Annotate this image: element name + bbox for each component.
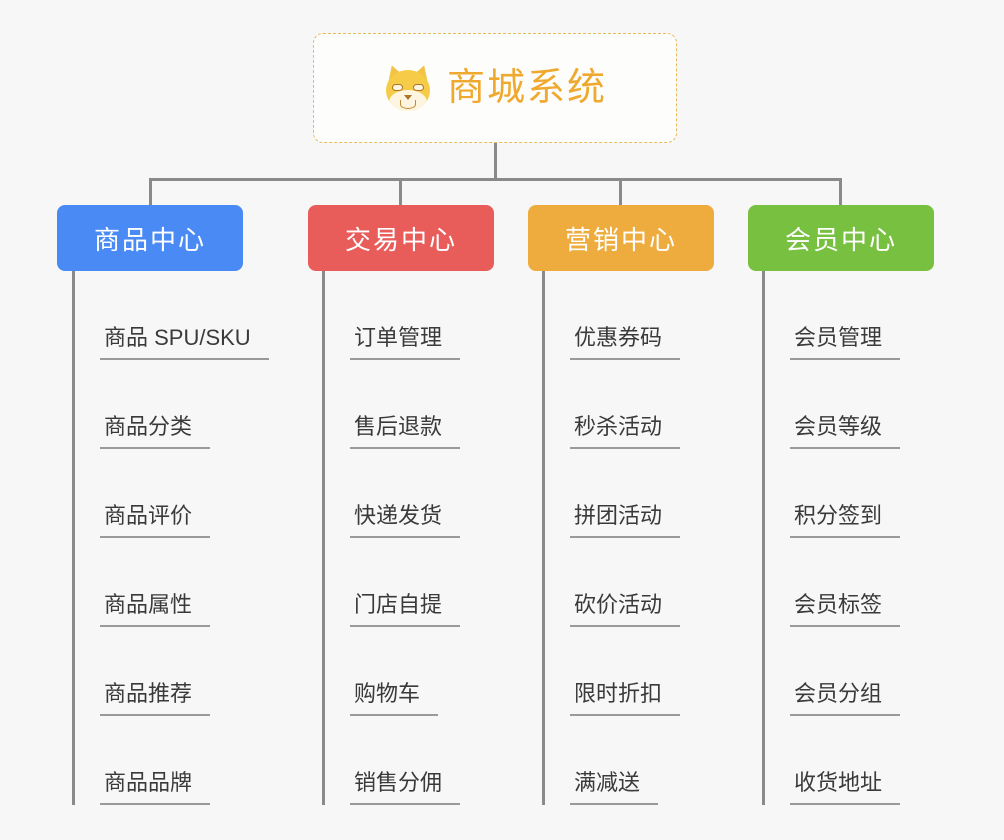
leaf-item[interactable]: 限时折扣	[542, 627, 772, 716]
branch-header-2[interactable]: 营销中心	[528, 205, 714, 271]
leaf-label: 快递发货	[350, 505, 461, 538]
connector-drop-4	[839, 178, 842, 206]
leaf-item[interactable]: 拼团活动	[542, 449, 772, 538]
connector-root-stem	[494, 143, 497, 180]
leaf-item[interactable]: 秒杀活动	[542, 360, 772, 449]
branch-header-label: 交易中心	[344, 224, 457, 255]
branch-header-1[interactable]: 交易中心	[308, 205, 494, 271]
leaf-label: 销售分佣	[350, 772, 461, 805]
leaf-item[interactable]: 销售分佣	[322, 716, 552, 805]
branch-header-3[interactable]: 会员中心	[748, 205, 934, 271]
branch-header-label: 商品中心	[93, 224, 206, 255]
leaf-label: 商品 SPU/SKU	[100, 327, 269, 360]
root-node[interactable]: 商城系统	[313, 33, 677, 143]
column-rail	[322, 271, 325, 805]
column-rail	[542, 271, 545, 805]
branch-header-label: 营销中心	[564, 224, 677, 255]
leaf-item[interactable]: 门店自提	[322, 538, 552, 627]
leaf-item[interactable]: 会员分组	[762, 627, 992, 716]
leaf-label: 会员标签	[790, 594, 901, 627]
leaf-label: 商品评价	[100, 505, 211, 538]
column-rail	[72, 271, 75, 805]
leaf-item[interactable]: 会员管理	[762, 271, 992, 360]
leaf-item[interactable]: 商品分类	[72, 360, 302, 449]
leaf-label: 砍价活动	[570, 594, 681, 627]
leaf-label: 会员等级	[790, 416, 901, 449]
leaf-item[interactable]: 商品属性	[72, 538, 302, 627]
leaf-label: 积分签到	[790, 505, 901, 538]
leaf-label: 秒杀活动	[570, 416, 681, 449]
connector-drop-1	[149, 178, 152, 206]
leaf-item[interactable]: 商品推荐	[72, 627, 302, 716]
root-title: 商城系统	[446, 67, 607, 109]
leaf-item[interactable]: 售后退款	[322, 360, 552, 449]
leaf-item[interactable]: 会员等级	[762, 360, 992, 449]
leaf-label: 拼团活动	[570, 505, 681, 538]
leaf-label: 会员分组	[790, 683, 901, 716]
leaf-label: 收货地址	[790, 772, 901, 805]
leaf-item[interactable]: 商品 SPU/SKU	[72, 271, 302, 360]
leaf-label: 订单管理	[350, 327, 461, 360]
leaf-label: 会员管理	[790, 327, 901, 360]
leaf-item[interactable]: 收货地址	[762, 716, 992, 805]
leaf-item[interactable]: 商品品牌	[72, 716, 302, 805]
leaf-item[interactable]: 满减送	[542, 716, 772, 805]
leaf-label: 优惠券码	[570, 327, 681, 360]
branch-header-0[interactable]: 商品中心	[57, 205, 243, 271]
leaf-item[interactable]: 会员标签	[762, 538, 992, 627]
leaf-item[interactable]: 优惠券码	[542, 271, 772, 360]
leaf-label: 售后退款	[350, 416, 461, 449]
leaf-label: 购物车	[350, 683, 439, 716]
leaf-label: 满减送	[570, 772, 659, 805]
leaf-column-3: 会员管理 会员等级 积分签到 会员标签 会员分组 收货地址	[762, 271, 992, 805]
leaf-item[interactable]: 订单管理	[322, 271, 552, 360]
column-rail	[762, 271, 765, 805]
leaf-item[interactable]: 购物车	[322, 627, 552, 716]
leaf-item[interactable]: 商品评价	[72, 449, 302, 538]
leaf-label: 商品推荐	[100, 683, 211, 716]
leaf-item[interactable]: 快递发货	[322, 449, 552, 538]
leaf-label: 限时折扣	[570, 683, 681, 716]
leaf-label: 商品品牌	[100, 772, 211, 805]
leaf-item[interactable]: 积分签到	[762, 449, 992, 538]
connector-drop-3	[619, 178, 622, 206]
shiba-inu-face-icon	[383, 62, 433, 112]
leaf-item[interactable]: 砍价活动	[542, 538, 772, 627]
connector-bus-bar	[149, 178, 841, 181]
leaf-column-0: 商品 SPU/SKU 商品分类 商品评价 商品属性 商品推荐 商品品牌	[72, 271, 302, 805]
connector-drop-2	[399, 178, 402, 206]
branch-header-label: 会员中心	[784, 224, 897, 255]
leaf-label: 商品属性	[100, 594, 211, 627]
leaf-column-1: 订单管理 售后退款 快递发货 门店自提 购物车 销售分佣	[322, 271, 552, 805]
leaf-label: 商品分类	[100, 416, 211, 449]
leaf-column-2: 优惠券码 秒杀活动 拼团活动 砍价活动 限时折扣 满减送	[542, 271, 772, 805]
leaf-label: 门店自提	[350, 594, 461, 627]
